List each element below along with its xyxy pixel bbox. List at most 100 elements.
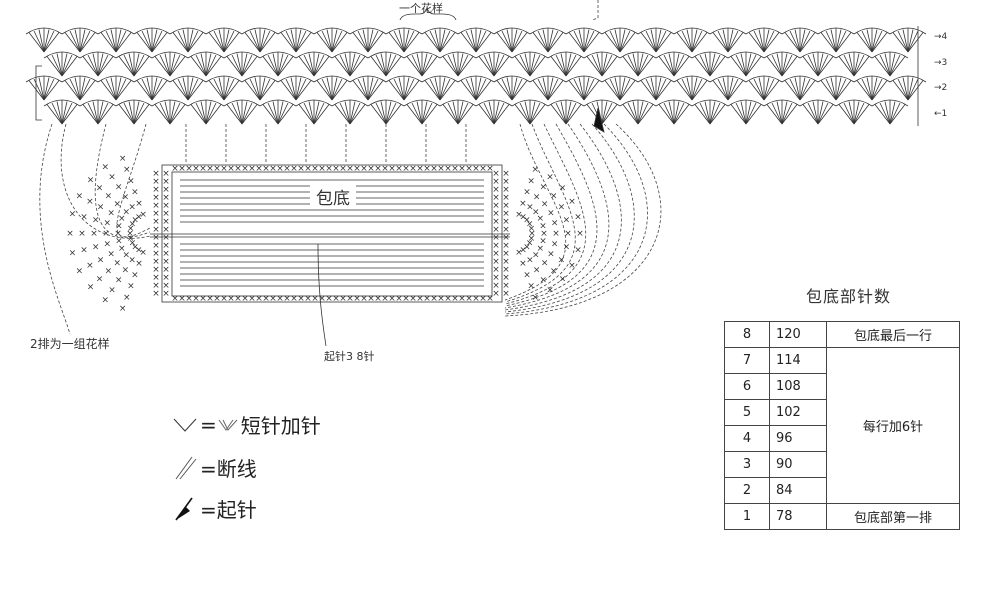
sc-mark: × (568, 197, 576, 207)
sc-mark: × (502, 201, 510, 211)
shell-fan (421, 75, 459, 101)
sc-mark: × (472, 164, 480, 174)
merged-note: 每行加6针 (826, 347, 960, 504)
sc-mark: × (162, 217, 170, 227)
shell-fan (565, 75, 603, 101)
sc-mark: × (546, 285, 554, 295)
group-pointer (39, 123, 71, 335)
table-title: 包底部针数 (806, 287, 892, 306)
join-curve (504, 123, 635, 313)
sc-mark: × (115, 183, 123, 193)
sc-mark: × (122, 193, 130, 203)
sc-mark: × (192, 164, 200, 174)
shell-fan (493, 27, 531, 53)
shell-fan (223, 51, 261, 77)
sc-mark: × (78, 229, 86, 239)
legend-start-stitch: =起针 (172, 494, 257, 523)
shell-fan (367, 99, 405, 125)
sc-mark: × (486, 164, 494, 174)
sc-mark: × (492, 217, 500, 227)
sc-mark: × (540, 275, 548, 285)
sc-mark: × (576, 229, 584, 239)
sc-mark: × (311, 294, 319, 304)
row-number-4: →4 (934, 32, 948, 42)
shell-fan (277, 27, 315, 53)
sc-mark: × (541, 200, 549, 210)
shell-fan (763, 99, 801, 125)
sc-mark: × (519, 212, 527, 222)
bag-bottom-chart (150, 164, 510, 303)
table-row: 6 108 (724, 373, 960, 400)
sc-mark: × (108, 285, 116, 295)
sc-mark: × (551, 240, 559, 250)
sc-mark: × (367, 164, 375, 174)
sc-mark: × (69, 210, 77, 220)
sc-mark: × (162, 209, 170, 219)
sc-mark: × (437, 164, 445, 174)
cut-yarn-icon (175, 456, 197, 479)
sc-mark: × (131, 216, 139, 226)
sc-mark: × (248, 164, 256, 174)
sc-mark: × (574, 213, 582, 223)
shell-fan (385, 75, 423, 101)
sc-mark: × (171, 164, 179, 174)
sc-mark: × (416, 294, 424, 304)
sc-mark: × (526, 238, 534, 248)
sc-mark: × (178, 294, 186, 304)
sc-mark: × (152, 281, 160, 291)
pattern-brace (399, 6, 457, 21)
bottom-outline (161, 164, 503, 303)
sc-mark: × (540, 229, 548, 239)
sc-mark: × (118, 244, 126, 254)
sc-mark: × (409, 164, 417, 174)
shell-fan (673, 75, 711, 101)
shell-fan (475, 99, 513, 125)
group-bracket (35, 65, 42, 121)
sc-mark: × (119, 304, 127, 314)
sc-mark: × (533, 193, 541, 203)
shell-fan (529, 27, 567, 53)
sc-mark: × (66, 229, 74, 239)
sc-mark: × (563, 243, 571, 253)
shell-fan (853, 27, 891, 53)
shell-fan (259, 99, 297, 125)
sc-mark: × (465, 164, 473, 174)
shell-fan (727, 99, 765, 125)
sc-mark: × (381, 164, 389, 174)
sc-mark: × (220, 294, 228, 304)
sc-mark: × (127, 282, 135, 292)
sc-mark: × (162, 185, 170, 195)
sc-mark: × (185, 294, 193, 304)
sc-mark: × (227, 294, 235, 304)
sc-mark: × (241, 294, 249, 304)
shell-fan (637, 75, 675, 101)
sc-mark: × (523, 188, 531, 198)
sc-mark: × (97, 203, 105, 213)
sc-mark: × (492, 201, 500, 211)
sc-mark: × (276, 164, 284, 174)
sc-mark: × (104, 218, 112, 228)
shell-fan (853, 75, 891, 101)
join-curve (504, 123, 610, 309)
sc-mark: × (492, 257, 500, 267)
sc-mark: × (101, 163, 109, 173)
sc-mark: × (444, 164, 452, 174)
sc-mark: × (97, 255, 105, 265)
sc-mark: × (318, 164, 326, 174)
sc-mark: × (374, 294, 382, 304)
sc-mark: × (152, 209, 160, 219)
chart-annotations (35, 6, 919, 347)
sc-mark: × (519, 199, 527, 209)
sc-mark: × (152, 225, 160, 235)
sc-mark: × (492, 177, 500, 187)
sc-mark: × (519, 246, 527, 256)
sc-mark: × (185, 164, 193, 174)
sc-mark: × (502, 193, 510, 203)
sc-mark: × (114, 258, 122, 268)
sc-mark: × (531, 165, 539, 175)
shell-fan (295, 99, 333, 125)
shell-fan (493, 75, 531, 101)
shell-fan (277, 75, 315, 101)
sc-mark: × (430, 164, 438, 174)
